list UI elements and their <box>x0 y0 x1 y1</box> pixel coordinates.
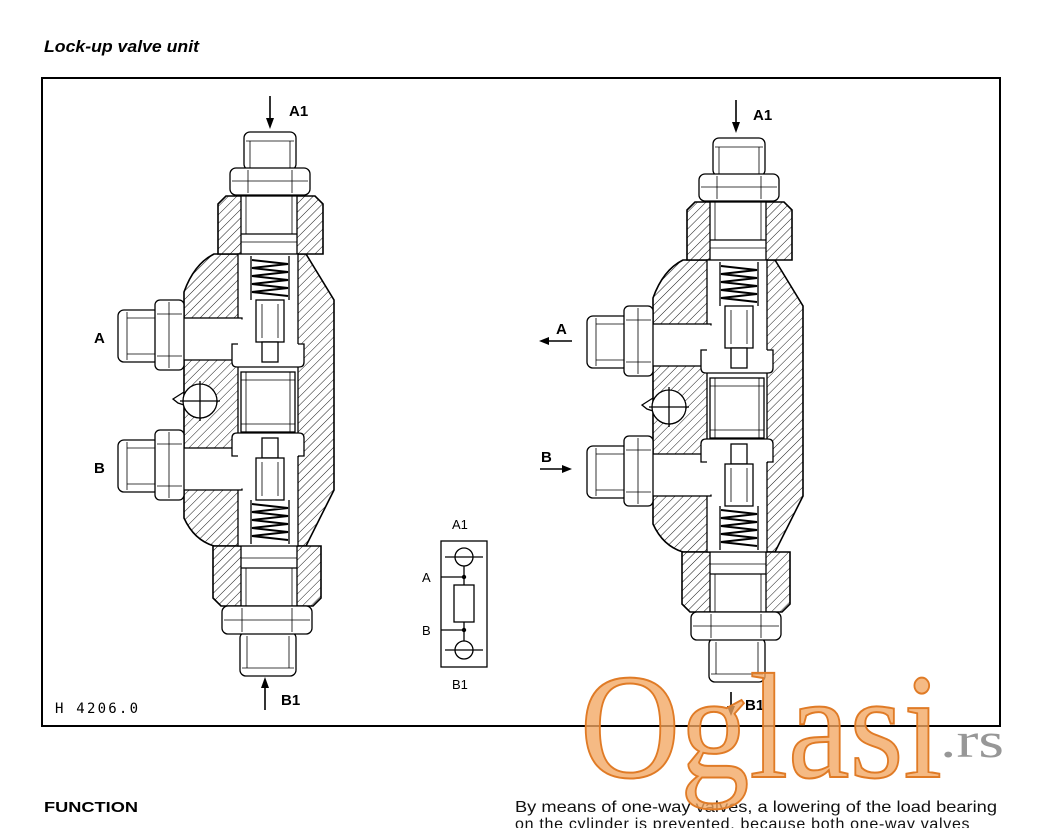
page-title: Lock-up valve unit <box>44 37 200 56</box>
port-label-b: B <box>94 460 105 477</box>
watermark-suffix: .rs <box>940 712 1004 768</box>
port-label-a: A <box>556 321 567 338</box>
arrowhead-right-icon <box>562 465 572 473</box>
arrowhead-down-icon <box>727 706 735 716</box>
symbol-label-b1: B1 <box>452 677 468 692</box>
port-label-a1: A1 <box>289 103 308 120</box>
symbol-label-a1: A1 <box>452 517 468 532</box>
port-label-b1: B1 <box>745 697 764 714</box>
valve-section-left <box>117 131 335 677</box>
arrowhead-down-icon <box>732 122 740 133</box>
port-label-b1: B1 <box>281 692 300 709</box>
port-label-b: B <box>541 449 552 466</box>
function-text-line-1: By means of one-way valves, a lowering o… <box>515 799 997 816</box>
arrowhead-left-icon <box>539 337 549 345</box>
symbol-label-b: B <box>422 623 431 638</box>
port-label-a1: A1 <box>753 107 772 124</box>
function-text-line-2: on the cylinder is prevented, because bo… <box>515 817 971 828</box>
watermark-logo: Oglasi .rs <box>579 643 1004 811</box>
right-view-labels: A1 A B B1 <box>539 100 772 716</box>
watermark-brand: Oglasi <box>580 644 942 810</box>
port-label-a: A <box>94 330 105 347</box>
drawing-number: H 4206.0 <box>55 701 138 717</box>
valve-section-right <box>586 137 804 683</box>
arrowhead-down-icon <box>266 118 274 129</box>
arrowhead-up-icon <box>261 677 269 688</box>
symbol-label-a: A <box>422 570 431 585</box>
function-heading: FUNCTION <box>44 799 138 816</box>
hydraulic-symbol: A1 A B B1 <box>422 517 488 692</box>
drawing-frame <box>41 77 1001 727</box>
